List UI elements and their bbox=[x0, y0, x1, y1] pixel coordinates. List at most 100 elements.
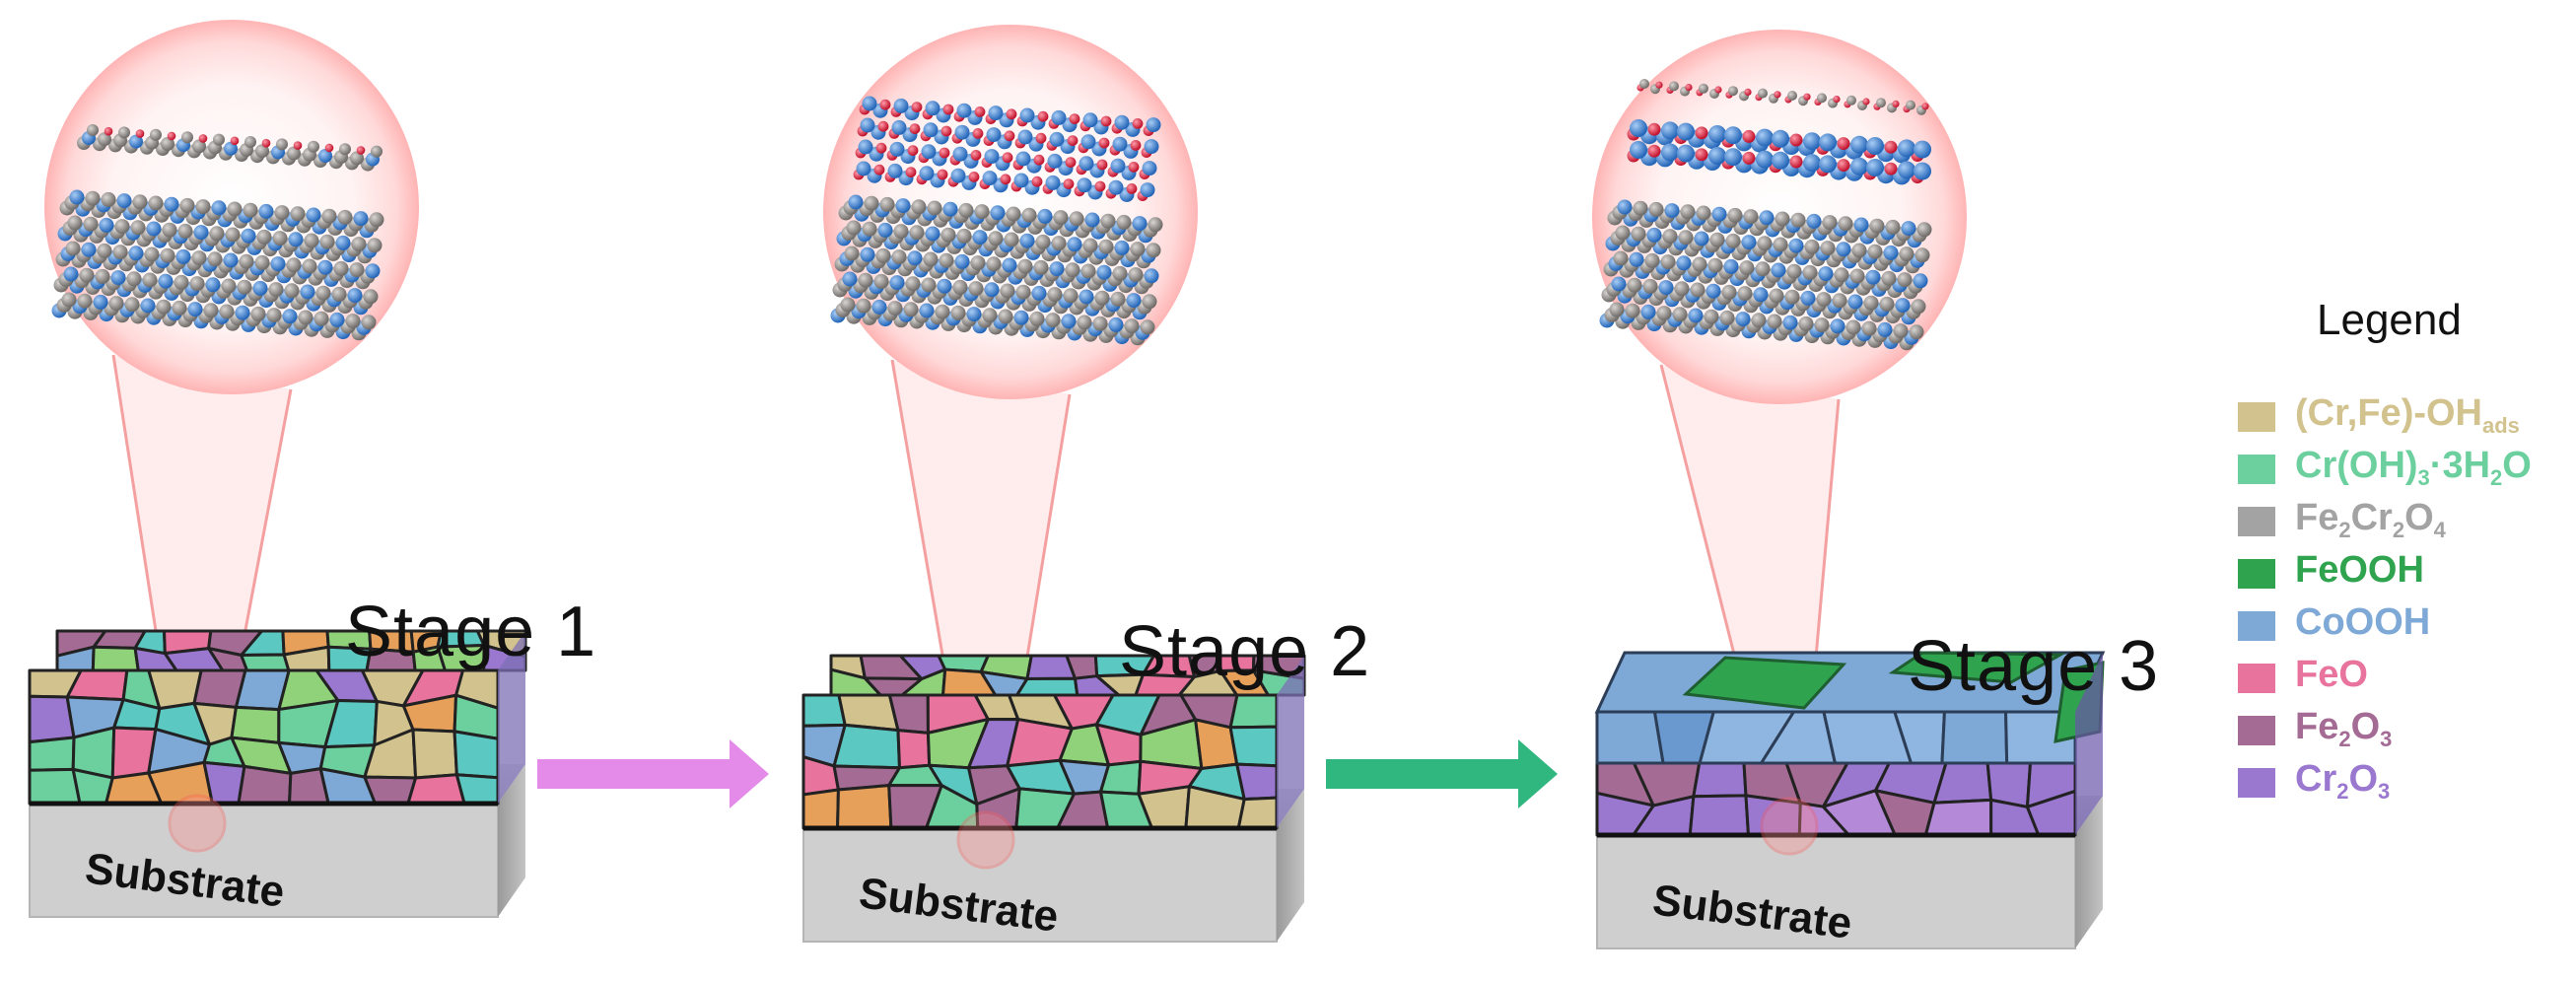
atom bbox=[1877, 321, 1893, 337]
atom bbox=[1914, 162, 1931, 180]
grain bbox=[1940, 710, 2009, 765]
atom bbox=[972, 230, 988, 246]
atom bbox=[942, 104, 954, 115]
atom bbox=[225, 227, 241, 243]
atom bbox=[1916, 222, 1932, 238]
atom bbox=[321, 208, 337, 224]
atom bbox=[205, 277, 221, 293]
grain bbox=[454, 773, 500, 806]
atom bbox=[252, 280, 268, 296]
atom bbox=[112, 245, 128, 260]
atom bbox=[211, 200, 227, 216]
atom bbox=[116, 193, 132, 209]
legend-label: (Cr,Fe)-OHads bbox=[2295, 392, 2520, 438]
atom bbox=[1893, 323, 1909, 339]
atom bbox=[1021, 207, 1037, 223]
atom bbox=[956, 103, 972, 118]
atom bbox=[1819, 133, 1837, 152]
stage-arrows bbox=[537, 739, 1558, 808]
atom bbox=[1847, 294, 1863, 310]
atom bbox=[1909, 324, 1924, 340]
atom bbox=[319, 234, 335, 249]
atom bbox=[167, 131, 176, 141]
atom bbox=[1727, 207, 1743, 223]
grain bbox=[832, 723, 901, 770]
atom bbox=[1114, 240, 1130, 255]
atom bbox=[1110, 291, 1126, 307]
atom bbox=[270, 256, 286, 272]
atom bbox=[848, 194, 864, 210]
atom bbox=[970, 150, 982, 161]
grain bbox=[453, 730, 500, 780]
atom bbox=[1664, 203, 1680, 219]
atom bbox=[347, 288, 363, 304]
atom bbox=[1079, 289, 1094, 305]
atom bbox=[1019, 107, 1035, 123]
atom bbox=[1822, 215, 1838, 231]
atom bbox=[1029, 311, 1045, 326]
atom bbox=[1708, 147, 1726, 165]
atom bbox=[921, 144, 937, 160]
atom bbox=[1704, 309, 1719, 324]
atom bbox=[142, 272, 158, 288]
atom bbox=[1817, 93, 1827, 104]
atom bbox=[950, 305, 966, 320]
atom bbox=[1633, 200, 1648, 216]
atom bbox=[903, 302, 919, 317]
atom bbox=[889, 141, 905, 157]
atom bbox=[1849, 268, 1865, 284]
atom bbox=[83, 216, 99, 232]
atom bbox=[893, 224, 909, 240]
atom bbox=[114, 219, 130, 235]
atom bbox=[891, 119, 907, 135]
atom bbox=[1094, 290, 1110, 306]
film-block bbox=[28, 629, 527, 918]
atom bbox=[1819, 155, 1837, 174]
stage-arrow bbox=[537, 739, 769, 808]
atom bbox=[952, 146, 968, 162]
atom bbox=[911, 199, 927, 215]
atom bbox=[1898, 161, 1915, 179]
atom bbox=[329, 312, 345, 327]
atom bbox=[1067, 135, 1079, 147]
atom bbox=[1850, 135, 1868, 154]
atom bbox=[1803, 93, 1811, 101]
stage-arrow bbox=[1326, 739, 1558, 808]
atom bbox=[129, 134, 143, 149]
atom bbox=[369, 212, 384, 228]
atom bbox=[1850, 157, 1868, 175]
atom bbox=[1002, 257, 1017, 273]
atom bbox=[1818, 266, 1834, 282]
atom bbox=[1037, 110, 1049, 122]
atom bbox=[1743, 209, 1759, 225]
hotspot-marker bbox=[956, 810, 1015, 870]
atom bbox=[1773, 237, 1788, 252]
legend-swatch bbox=[2238, 559, 2275, 589]
atom bbox=[889, 275, 905, 291]
atom bbox=[1898, 139, 1915, 158]
atom bbox=[331, 286, 347, 302]
atom bbox=[1899, 246, 1915, 262]
atom bbox=[1790, 212, 1806, 228]
atom bbox=[990, 205, 1006, 221]
atom bbox=[1114, 114, 1130, 130]
atom bbox=[998, 309, 1013, 324]
atom bbox=[1921, 103, 1929, 110]
atom bbox=[956, 228, 972, 244]
atom bbox=[1706, 283, 1721, 299]
legend-title: Legend bbox=[2317, 296, 2462, 344]
atom bbox=[1789, 155, 1803, 169]
atom bbox=[1112, 136, 1128, 152]
atom bbox=[1772, 151, 1789, 170]
legend-swatch bbox=[2238, 664, 2275, 693]
atom bbox=[1124, 318, 1140, 334]
atom bbox=[1767, 314, 1782, 329]
atom bbox=[942, 201, 958, 217]
atom bbox=[1788, 238, 1804, 253]
atom bbox=[1695, 126, 1708, 140]
legend-label: FeOOH bbox=[2295, 549, 2424, 591]
atom bbox=[873, 273, 889, 289]
atom bbox=[1685, 84, 1693, 92]
atom bbox=[982, 308, 998, 323]
